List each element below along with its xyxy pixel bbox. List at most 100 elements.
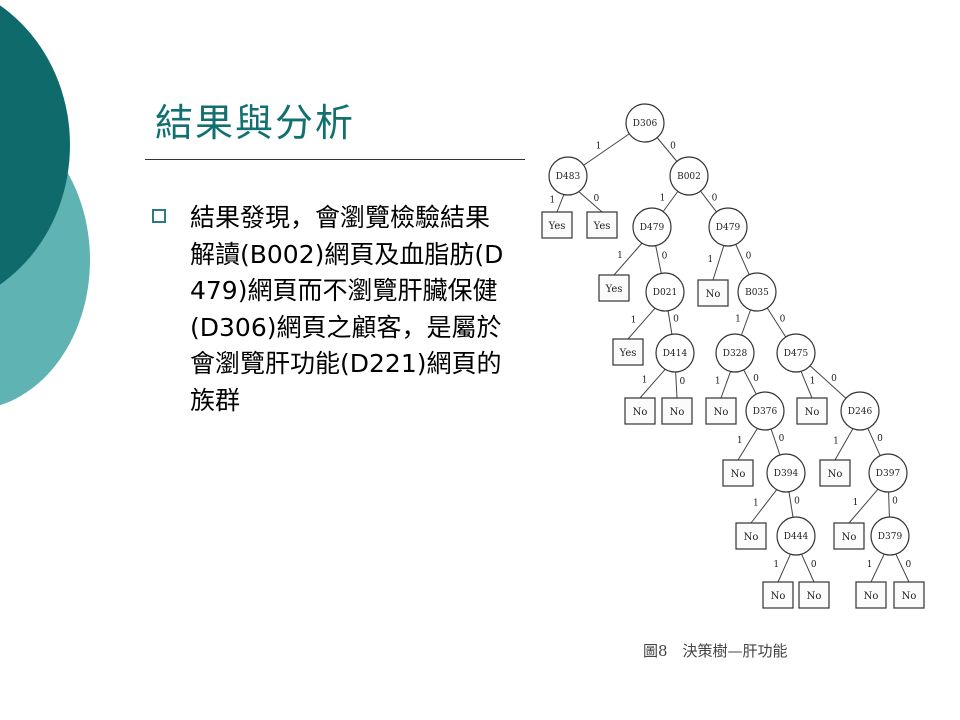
tree-node: D394 (766, 453, 806, 493)
tree-leaf: Yes (586, 211, 618, 239)
edge-label: 0 (746, 252, 752, 262)
tree-leaf: No (624, 397, 656, 425)
node-circle (737, 272, 777, 312)
edge-label: 0 (906, 560, 912, 570)
tree-leaf: No (833, 522, 865, 550)
leaf-box (735, 522, 767, 550)
leaf-label: No (744, 532, 759, 543)
tree-edge (712, 245, 725, 281)
tree-edge (720, 371, 732, 399)
tree-node: D444 (776, 516, 816, 556)
node-label: D414 (663, 349, 688, 359)
slide-title: 結果與分析 (155, 101, 356, 145)
leaf-box (762, 581, 794, 609)
node-label: B035 (745, 288, 769, 298)
leaf-label: No (706, 289, 721, 300)
tree-edge (888, 491, 890, 518)
leaf-box (855, 581, 887, 609)
tree-edge (583, 133, 630, 166)
tree-edge (800, 371, 813, 399)
edge-label: 1 (810, 377, 816, 387)
edge-label: 1 (617, 251, 623, 261)
tree-leaf: Yes (612, 338, 644, 366)
edge-label: 1 (631, 316, 637, 326)
edge-label: 1 (773, 560, 779, 570)
tree-edge (801, 553, 815, 583)
leaf-label: No (714, 407, 729, 418)
tree-edge (667, 310, 673, 335)
bullet-text: 結果發現，會瀏覽檢驗結果解讀(B002)網頁及血脂肪(D479)網頁而不瀏覽肝臟… (190, 203, 504, 415)
tree-leaf: No (735, 522, 767, 550)
leaf-box (598, 274, 630, 302)
leaf-label: No (670, 407, 685, 418)
tree-edge (766, 307, 787, 338)
tree-node: D328 (715, 333, 755, 373)
leaf-label: No (633, 407, 648, 418)
node-label: B002 (677, 172, 701, 182)
edge-label: 0 (753, 374, 759, 384)
tree-edge (809, 365, 847, 399)
square-bullet-icon (152, 209, 166, 223)
tree-edge (656, 137, 678, 162)
edge-label: 0 (712, 194, 718, 204)
edge-label: 1 (833, 436, 839, 446)
tree-edge (700, 190, 717, 213)
leaf-label: No (828, 469, 843, 480)
node-label: D328 (723, 349, 748, 359)
tree-leaf: No (796, 397, 828, 425)
node-circle (870, 516, 910, 556)
tree-leaf: Yes (541, 211, 573, 239)
edge-label: 1 (715, 377, 721, 387)
edge-label: 1 (642, 376, 648, 386)
tree-edge (870, 553, 885, 583)
tree-leaf: No (819, 459, 851, 487)
edge-label: 1 (853, 498, 859, 508)
node-label: D306 (633, 119, 658, 129)
leaf-box (624, 397, 656, 425)
tree-edge (675, 371, 678, 399)
edge-label: 0 (877, 434, 883, 444)
tree-edge (788, 491, 794, 518)
node-label: D479 (640, 223, 665, 233)
node-label: D479 (716, 223, 741, 233)
tree-leaf: No (762, 581, 794, 609)
tree-node: D479 (632, 207, 672, 247)
edge-label: 1 (550, 195, 556, 205)
leaf-label: No (731, 469, 746, 480)
tree-node: D376 (745, 391, 785, 431)
leaf-box (796, 397, 828, 425)
leaf-label: Yes (619, 348, 637, 359)
tree-edge (770, 428, 781, 456)
tree-edge (735, 244, 750, 275)
tree-node: D483 (548, 156, 588, 196)
edge-label: 1 (735, 315, 741, 325)
node-circle (766, 453, 806, 493)
tree-edge (639, 368, 666, 399)
node-circle (745, 391, 785, 431)
leaf-label: No (807, 591, 822, 602)
tree-node: B035 (737, 272, 777, 312)
node-circle (708, 207, 748, 247)
tree-edge (743, 369, 757, 395)
figure-caption: 圖8 決策樹—肝功能 (643, 642, 788, 660)
node-circle (776, 516, 816, 556)
tree-leaf: No (893, 581, 925, 609)
edge-label: 1 (737, 436, 743, 446)
leaf-box (833, 522, 865, 550)
leaf-label: Yes (593, 221, 611, 232)
node-label: D397 (876, 469, 901, 479)
tree-node: D414 (655, 333, 695, 373)
node-circle (548, 156, 588, 196)
tree-leaf: Yes (598, 274, 630, 302)
edge-label: 1 (708, 255, 714, 265)
leaf-box (819, 459, 851, 487)
leaf-label: No (902, 591, 917, 602)
tree-node: D379 (870, 516, 910, 556)
tree-leaf: No (798, 581, 830, 609)
leaf-label: No (805, 407, 820, 418)
leaf-box (893, 581, 925, 609)
edge-label: 1 (660, 194, 666, 204)
tree-edge (655, 245, 662, 274)
leaf-label: No (771, 591, 786, 602)
